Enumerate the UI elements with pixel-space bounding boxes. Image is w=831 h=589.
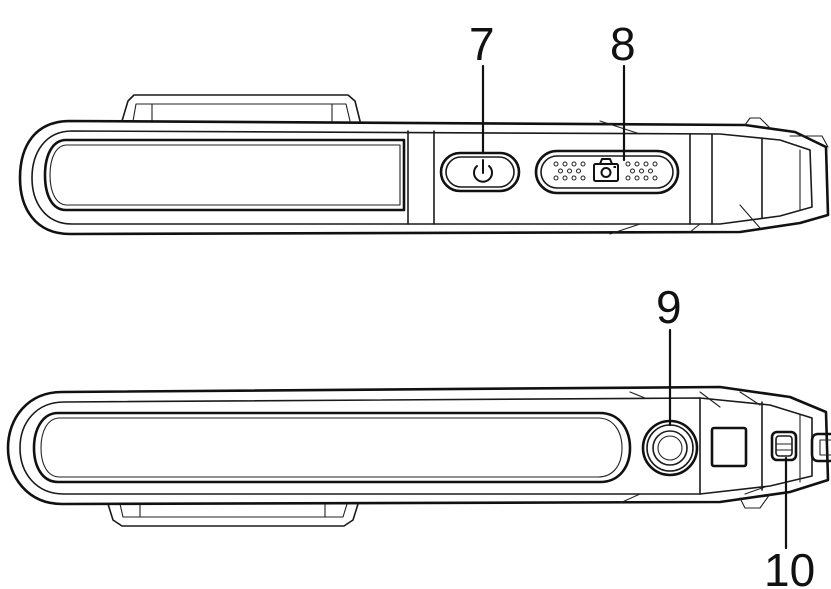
- grip-dot: [625, 175, 631, 181]
- power-button[interactable]: [439, 151, 521, 193]
- body-outline-bottom: [6, 385, 830, 506]
- device-bottom-view: [6, 328, 831, 550]
- tripod-mount: [641, 419, 699, 477]
- grip-dots-left: [553, 161, 586, 181]
- side-panel-bottom: [32, 411, 632, 484]
- grip-dot: [634, 175, 640, 181]
- grip-dot: [643, 161, 649, 167]
- grip-dot: [553, 161, 559, 167]
- grip-dot: [643, 175, 649, 181]
- grip-dot: [652, 175, 658, 181]
- power-icon: [473, 159, 493, 183]
- grip-dot: [580, 161, 586, 167]
- callout-10: 10: [764, 544, 815, 589]
- bottom-protrusion: [107, 503, 359, 527]
- grip-dot: [562, 161, 568, 167]
- grip-dot: [630, 168, 635, 174]
- camera-icon: [593, 158, 619, 182]
- port-cover: [710, 426, 748, 468]
- grip-dot: [639, 168, 644, 174]
- body-outline-top: [18, 119, 830, 236]
- side-latch: [810, 432, 831, 463]
- grip-dot: [625, 161, 631, 167]
- device-top-view: [18, 64, 830, 236]
- grip-dot: [553, 175, 559, 181]
- lanyard-slot[interactable]: [770, 430, 798, 462]
- grip-dot: [652, 161, 658, 167]
- grip-dot: [634, 161, 640, 167]
- grip-dot: [558, 168, 563, 174]
- grip-dot: [576, 168, 581, 174]
- grip-dot: [580, 175, 586, 181]
- grip-dot: [648, 168, 653, 174]
- grip-dot: [562, 175, 568, 181]
- top-protrusion: [121, 94, 361, 122]
- grip-dot: [571, 161, 577, 167]
- grip-dots-right: [625, 161, 658, 181]
- callout-9: 9: [656, 281, 682, 333]
- callout-7: 7: [469, 18, 495, 70]
- capture-button[interactable]: [534, 149, 680, 195]
- grip-dot: [571, 175, 577, 181]
- callout-8: 8: [610, 18, 636, 70]
- side-panel-top: [43, 138, 406, 212]
- grip-dot: [567, 168, 572, 174]
